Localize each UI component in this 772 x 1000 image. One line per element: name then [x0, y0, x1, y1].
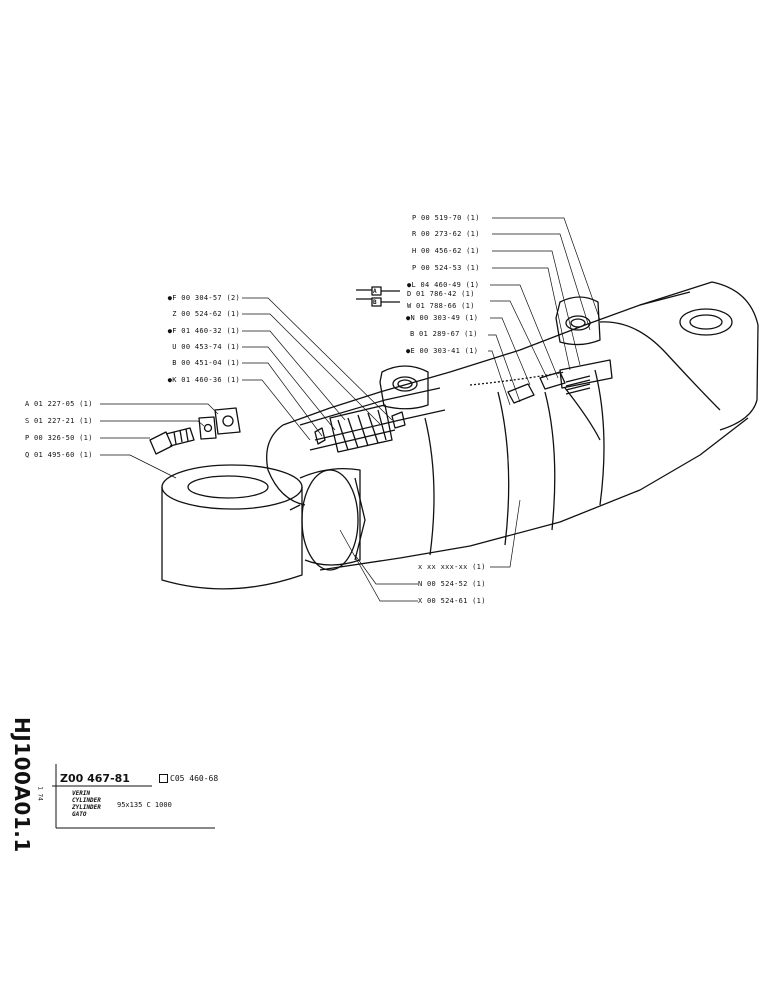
washer: [198, 416, 217, 440]
reference-number: C05 460-68: [159, 774, 218, 783]
label-part: Z 00 524-62 (1): [172, 310, 240, 318]
port-tag-b: B: [373, 299, 377, 306]
label-part: P 00 524-53 (1): [412, 264, 480, 272]
checkbox-icon: [159, 774, 168, 783]
label-part: ●K 01 460-36 (1): [167, 376, 240, 384]
label-part: S 01 227-21 (1): [25, 417, 93, 425]
label-part: P 00 326-50 (1): [25, 434, 93, 442]
label-part: W 01 788-66 (1): [407, 302, 475, 310]
dimensions: 95x135 C 1000: [117, 801, 172, 809]
label-part: R 00 273-62 (1): [412, 230, 480, 238]
label-part: Q 01 495-60 (1): [25, 451, 93, 459]
label-part: X 00 524-61 (1): [418, 597, 486, 605]
cylinder-barrel: [282, 281, 759, 571]
port-fittings: [356, 286, 400, 307]
label-part: A 01 227-05 (1): [25, 400, 93, 408]
label-part: x xx xxx-xx (1): [418, 563, 486, 571]
label-part: B 01 289-67 (1): [410, 330, 478, 338]
sheet-code: HJ100A01.1: [10, 717, 34, 853]
label-part: ●N 00 303-49 (1): [406, 314, 479, 322]
rod-eye: [161, 464, 303, 590]
name-en: CYLINDER: [72, 797, 101, 804]
name-fr: VERIN: [72, 790, 91, 797]
label-part: B 00 451-04 (1): [172, 359, 240, 367]
label-part: P 00 519-70 (1): [412, 214, 480, 222]
label-part: ●F 01 460-32 (1): [167, 327, 240, 335]
port-tag-a: A: [373, 288, 377, 295]
cylinder-head: [266, 365, 446, 506]
label-part: U 00 453-74 (1): [172, 343, 240, 351]
name-de: ZYLINDER: [72, 804, 101, 811]
name-es: GATO: [72, 811, 87, 818]
label-part: H 00 456-62 (1): [412, 247, 480, 255]
lock-plate: [214, 407, 241, 435]
sheet-small-code: 1 74: [36, 786, 44, 801]
bolt: [149, 427, 195, 455]
label-part: ●L 04 460-49 (1): [407, 281, 480, 289]
reference-text: C05 460-68: [170, 774, 219, 783]
label-part: D 01 786-42 (1): [407, 290, 475, 298]
label-part: ●F 00 304-57 (2): [167, 294, 240, 302]
label-part: ●E 00 303-41 (1): [406, 347, 479, 355]
label-part: N 00 524-52 (1): [418, 580, 486, 588]
part-number: Z00 467-81: [60, 772, 130, 785]
